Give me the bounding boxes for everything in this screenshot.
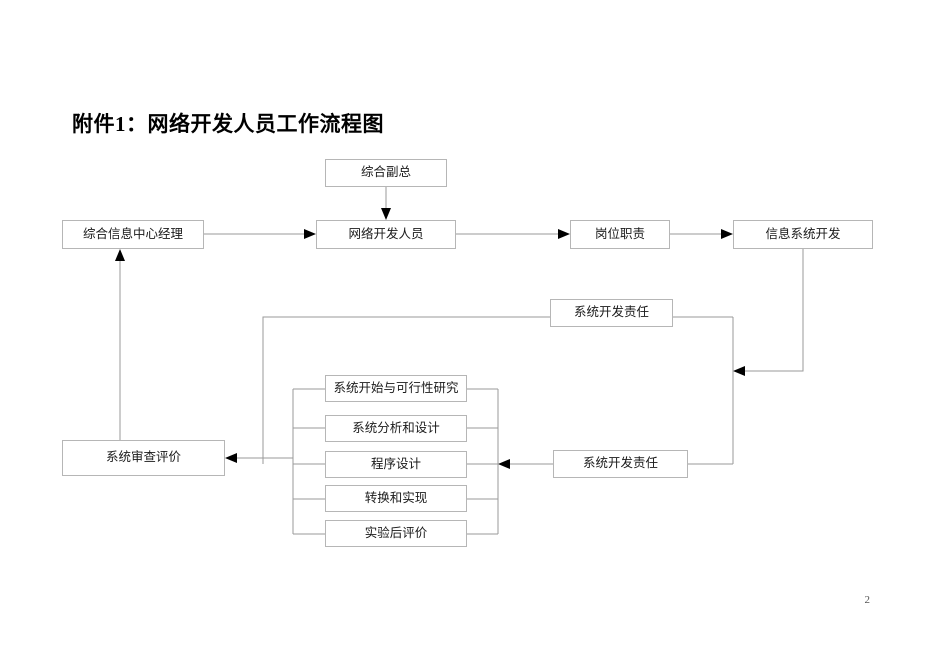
arrowhead-left-stack [498, 459, 510, 469]
page-title: 附件1：网络开发人员工作流程图 [72, 112, 384, 136]
node-zonghe-xinxi-zhongxin-jingli[interactable]: 综合信息中心经理 [62, 220, 204, 249]
connector-xitongkaifa-down [743, 249, 804, 372]
node-wangluo-kaifa-renyuan[interactable]: 网络开发人员 [316, 220, 456, 249]
node-xitong-kaifa-zeren-upper[interactable]: 系统开发责任 [550, 299, 673, 327]
node-chengxu-sheji[interactable]: 程序设计 [325, 451, 467, 478]
node-zhuanhuan-shixian[interactable]: 转换和实现 [325, 485, 467, 512]
arrowhead-left-trunk [733, 366, 745, 376]
arrowhead-down-renyuan [381, 208, 391, 220]
node-xinxi-xitong-kaifa[interactable]: 信息系统开发 [733, 220, 873, 249]
arrowhead-right-gangwei [558, 229, 570, 239]
arrowhead-right-renyuan [304, 229, 316, 239]
arrowhead-left-shencha [225, 453, 237, 463]
node-zonghe-fuzong[interactable]: 综合副总 [325, 159, 447, 187]
node-kexingxing-yanjiu[interactable]: 系统开始与可行性研究 [325, 375, 467, 402]
arrowhead-right-xitongkaifa [721, 229, 733, 239]
node-xitong-shencha-pingjia[interactable]: 系统审查评价 [62, 440, 225, 476]
node-xitong-kaifa-zeren-lower[interactable]: 系统开发责任 [553, 450, 688, 478]
node-xitong-fenxi-sheji[interactable]: 系统分析和设计 [325, 415, 467, 442]
page-number: 2 [864, 594, 871, 606]
node-shiyanhou-pingjia[interactable]: 实验后评价 [325, 520, 467, 547]
arrowhead-up-jingli [115, 249, 125, 261]
node-gangwei-zhize[interactable]: 岗位职责 [570, 220, 670, 249]
